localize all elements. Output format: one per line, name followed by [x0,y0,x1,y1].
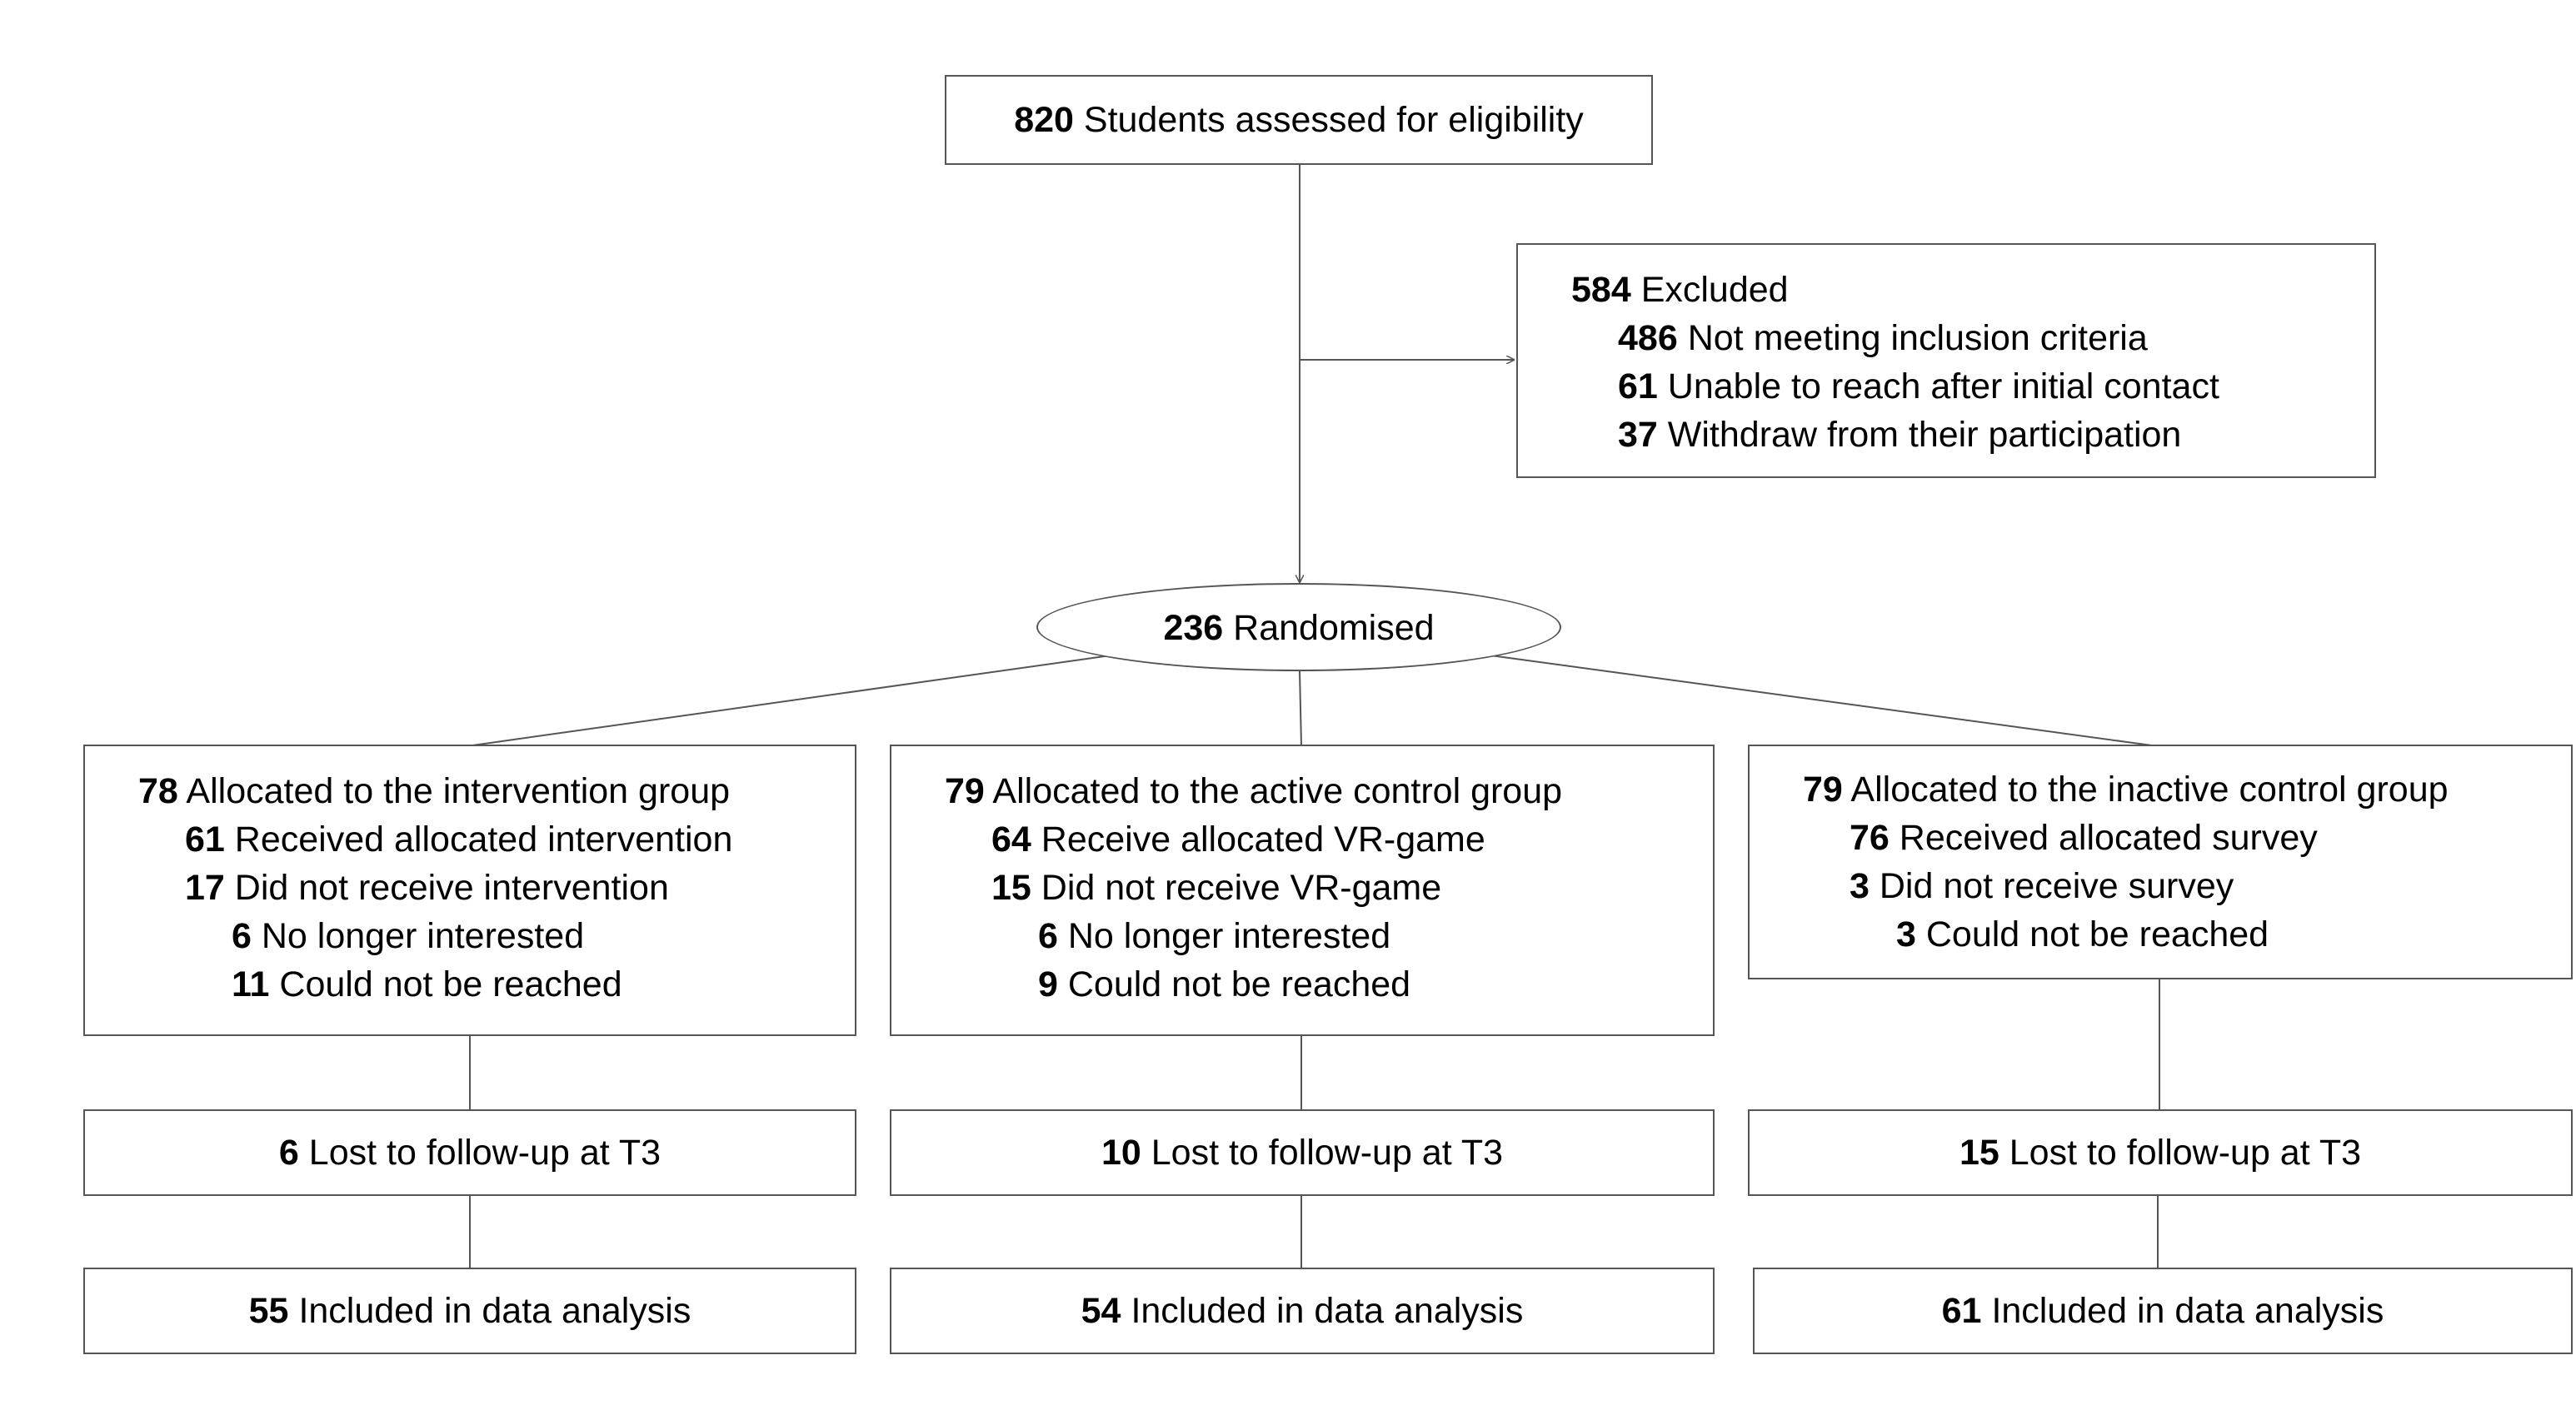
lost-followup-box-intervention: 6 Lost to follow-up at T3 [83,1109,856,1196]
allocation-box-intervention: 78 Allocated to the intervention group 6… [83,745,856,1036]
reason-line: 6 No longer interested [232,916,585,956]
excluded-label: Excluded [1640,270,1789,310]
randomised-label: Randomised [1233,608,1435,648]
connector-randomised-to-group3 [1484,654,2159,747]
connector-randomised-to-group1 [466,654,1117,747]
allocated-line: 79 Allocated to the inactive control gro… [1803,770,2449,810]
lost-followup-box-active-control: 10 Lost to follow-up at T3 [890,1109,1715,1196]
allocated-line: 78 Allocated to the intervention group [138,771,731,811]
excluded-reason: 61 Unable to reach after initial contact [1618,366,2219,406]
analysis-box-active-control: 54 Included in data analysis [890,1268,1715,1354]
screening-box: 820 Students assessed for eligibility [945,75,1653,165]
received-line: 76 Received allocated survey [1850,818,2318,858]
lost-followup-box-inactive-control: 15 Lost to follow-up at T3 [1748,1109,2573,1196]
reason-line: 9 Could not be reached [1038,964,1411,1004]
not-received-line: 17 Did not receive intervention [185,868,669,908]
randomised-node: 236 Randomised [1036,583,1561,671]
connector-randomised-to-group2 [1299,670,1302,747]
screening-count: 820 [1014,100,1074,140]
excluded-reason: 37 Withdraw from their participation [1618,415,2182,455]
reason-line: 3 Could not be reached [1896,914,2269,954]
reason-line: 11 Could not be reached [232,964,622,1004]
not-received-line: 3 Did not receive survey [1850,866,2234,906]
received-line: 61 Received allocated intervention [185,820,733,859]
excluded-box: 584 Excluded 486 Not meeting inclusion c… [1516,243,2376,478]
excluded-reason: 486 Not meeting inclusion criteria [1618,318,2148,358]
received-line: 64 Receive allocated VR-game [991,820,1485,859]
allocated-line: 79 Allocated to the active control group [945,771,1563,811]
allocation-box-inactive-control: 79 Allocated to the inactive control gro… [1748,745,2573,979]
excluded-count: 584 [1571,270,1631,310]
analysis-box-inactive-control: 61 Included in data analysis [1753,1268,2573,1354]
reason-line: 6 No longer interested [1038,916,1391,956]
randomised-count: 236 [1163,608,1224,648]
allocation-box-active-control: 79 Allocated to the active control group… [890,745,1715,1036]
screening-label: Students assessed for eligibility [1083,100,1584,140]
analysis-box-intervention: 55 Included in data analysis [83,1268,856,1354]
not-received-line: 15 Did not receive VR-game [991,868,1442,908]
